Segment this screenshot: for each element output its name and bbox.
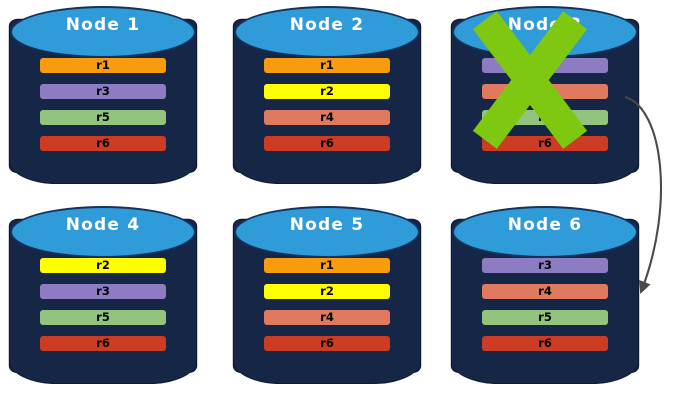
node-4[interactable]: Node 4 r2 r3 r5 r6: [10, 206, 196, 386]
replica-bar[interactable]: r6: [482, 336, 608, 351]
replica-bar[interactable]: r3: [482, 258, 608, 273]
replica-list: r3 r4 r5 r6: [482, 58, 608, 151]
node-1[interactable]: Node 1 r1 r3 r5 r6: [10, 6, 196, 186]
replica-list: r1 r2 r4 r6: [264, 258, 390, 351]
node-top-ellipse: [10, 206, 196, 258]
node-top-ellipse: [234, 6, 420, 58]
replica-list: r1 r3 r5 r6: [40, 58, 166, 151]
replica-bar[interactable]: r5: [482, 110, 608, 125]
replica-bar[interactable]: r2: [264, 84, 390, 99]
node-6[interactable]: Node 6 r3 r4 r5 r6: [452, 206, 638, 386]
replica-bar[interactable]: r1: [40, 58, 166, 73]
replica-bar[interactable]: r2: [40, 258, 166, 273]
replica-bar[interactable]: r5: [40, 110, 166, 125]
node-top-ellipse: [452, 206, 638, 258]
replica-bar[interactable]: r6: [40, 336, 166, 351]
replica-list: r2 r3 r5 r6: [40, 258, 166, 351]
replica-bar[interactable]: r4: [264, 110, 390, 125]
replica-bar[interactable]: r3: [40, 284, 166, 299]
replica-list: r3 r4 r5 r6: [482, 258, 608, 351]
node-5[interactable]: Node 5 r1 r2 r4 r6: [234, 206, 420, 386]
replica-bar[interactable]: r4: [482, 84, 608, 99]
replica-bar[interactable]: r6: [264, 336, 390, 351]
replica-bar[interactable]: r1: [264, 58, 390, 73]
replica-bar[interactable]: r4: [264, 310, 390, 325]
replica-bar[interactable]: r2: [264, 284, 390, 299]
replica-list: r1 r2 r4 r6: [264, 58, 390, 151]
node-top-ellipse: [10, 6, 196, 58]
replica-bar[interactable]: r1: [264, 258, 390, 273]
replica-bar[interactable]: r3: [40, 84, 166, 99]
replica-bar[interactable]: r5: [40, 310, 166, 325]
replica-bar[interactable]: r6: [482, 136, 608, 151]
node-top-ellipse: [234, 206, 420, 258]
replica-bar[interactable]: r4: [482, 284, 608, 299]
node-2[interactable]: Node 2 r1 r2 r4 r6: [234, 6, 420, 186]
replica-bar[interactable]: r6: [264, 136, 390, 151]
replica-bar[interactable]: r6: [40, 136, 166, 151]
replica-bar[interactable]: r3: [482, 58, 608, 73]
node-top-ellipse: [452, 6, 638, 58]
node-3[interactable]: Node 3 r3 r4 r5 r6: [452, 6, 638, 186]
replica-bar[interactable]: r5: [482, 310, 608, 325]
